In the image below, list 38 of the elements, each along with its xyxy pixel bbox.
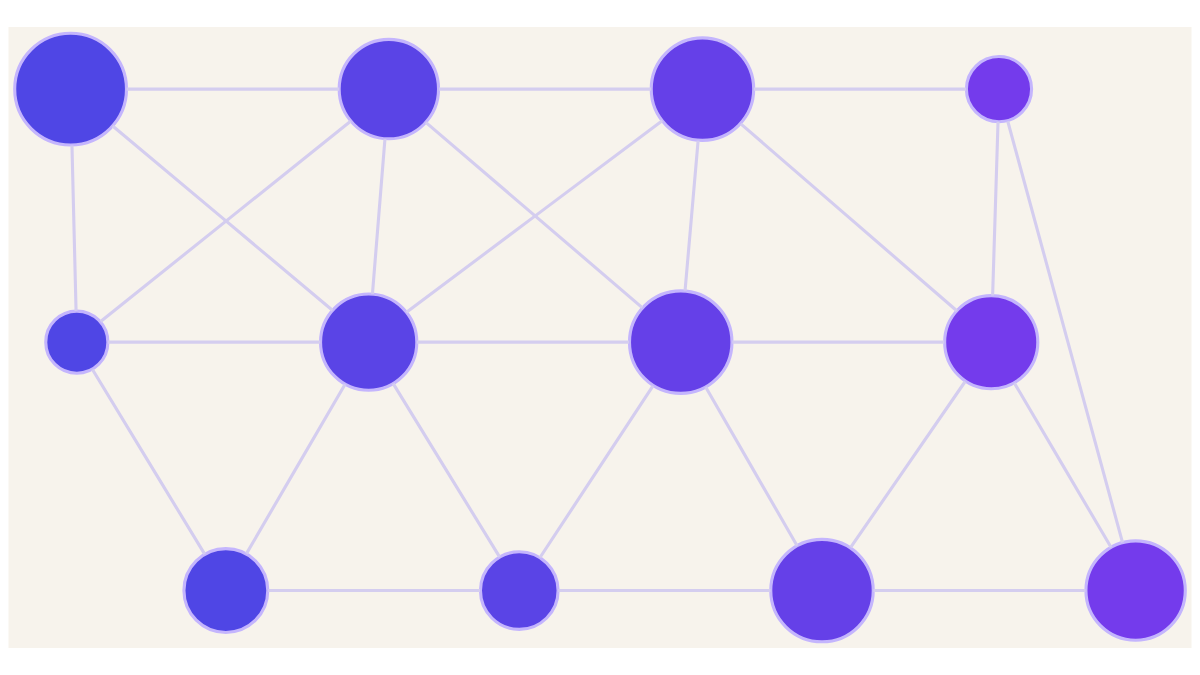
connector — [683, 140, 700, 291]
node-circle — [1084, 539, 1187, 642]
connector — [732, 340, 945, 344]
connector — [245, 383, 347, 555]
connector — [108, 340, 321, 344]
connector — [538, 385, 655, 559]
connector — [370, 138, 387, 294]
connector — [739, 122, 958, 312]
node-circle — [649, 36, 756, 142]
connector — [70, 145, 78, 311]
connector — [391, 382, 501, 558]
node-circle — [769, 537, 875, 644]
node-circle — [13, 31, 129, 147]
node-circle — [337, 37, 441, 141]
connector — [416, 340, 630, 344]
connector — [91, 368, 206, 555]
connector — [991, 121, 1000, 296]
connector — [558, 589, 771, 593]
node-circle — [943, 294, 1040, 391]
connector — [849, 380, 967, 549]
connector — [1006, 120, 1124, 543]
node-circle — [44, 309, 110, 375]
connector — [126, 87, 340, 91]
node-circle — [182, 547, 270, 635]
connector — [424, 121, 644, 309]
connector — [111, 124, 334, 312]
node-circle — [319, 292, 419, 392]
connector — [405, 119, 664, 314]
node-circle — [478, 550, 560, 631]
connector — [1013, 382, 1113, 548]
connector — [873, 589, 1086, 593]
connector — [704, 386, 799, 547]
node-circle — [964, 54, 1034, 124]
connector — [99, 120, 352, 323]
node-circle — [627, 289, 734, 395]
connector — [754, 87, 966, 91]
connector — [268, 589, 481, 593]
connector — [439, 87, 652, 91]
